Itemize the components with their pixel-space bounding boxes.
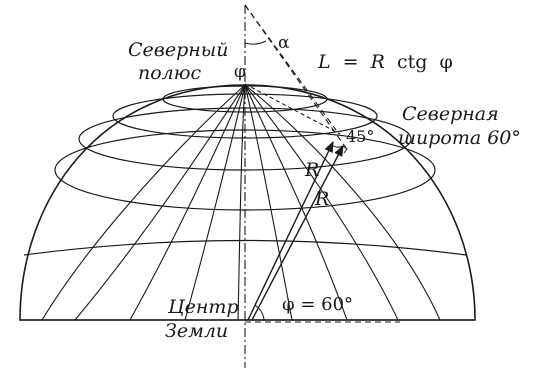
formula-equals: =	[343, 51, 359, 73]
radius-arrow-1	[247, 140, 334, 321]
earth-center-label-line1: Центр	[167, 296, 239, 318]
radius-arrow-2	[251, 145, 344, 321]
meridians	[41, 84, 441, 321]
meridian	[237, 84, 246, 321]
meridian	[184, 84, 246, 321]
latitude-label-line1: Северная	[402, 103, 499, 125]
formula-phi: φ	[440, 51, 453, 73]
meridian	[244, 84, 441, 321]
radius-short-label: R	[304, 159, 319, 181]
alpha-label: α	[278, 33, 290, 53]
angle-45-label: 45°	[346, 127, 374, 146]
meridian	[244, 84, 348, 321]
meridian	[244, 84, 399, 321]
radius-long-label: R	[314, 188, 329, 210]
formula: L = R ctg φ	[317, 51, 453, 73]
formula-L: L	[317, 51, 331, 73]
earth-center-label-line2: Земли	[165, 320, 228, 342]
meridian	[41, 84, 246, 321]
north-pole-label-line1: Северный	[128, 39, 228, 61]
angle-45-arc	[331, 144, 343, 148]
meridian	[129, 84, 246, 321]
right-angle-marker	[342, 145, 348, 154]
phi-angle-arc	[254, 304, 265, 322]
phi-top-label: φ	[234, 62, 246, 82]
alpha-angle-arc	[244, 40, 267, 45]
tangent-line-dashed-3	[244, 83, 341, 135]
meridian	[74, 84, 246, 321]
formula-ctg: ctg	[397, 51, 427, 73]
formula-R: R	[370, 51, 385, 73]
tangent-line-dashed-2	[244, 4, 347, 149]
latitude-label-line2: широта 60°	[398, 127, 521, 149]
north-pole-label-line2: полюс	[138, 62, 202, 84]
meridian	[244, 84, 293, 321]
phi-60-label: φ = 60°	[282, 294, 353, 315]
latitude-ring-5	[23, 239, 467, 256]
